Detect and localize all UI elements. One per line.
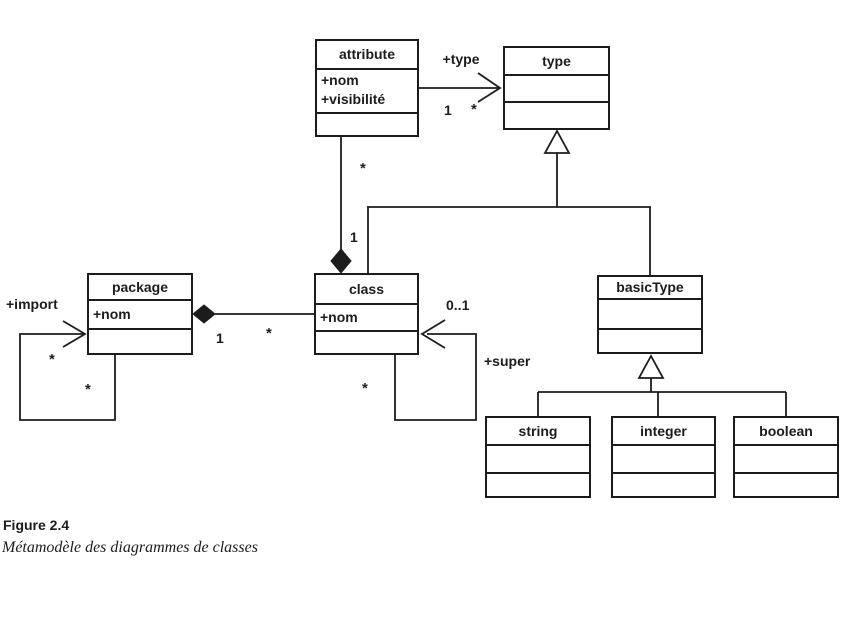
attributes-compartment: +nom +visibilité xyxy=(317,68,417,112)
package-import-self-loop-line xyxy=(19,333,116,421)
composition-diamond-package-class-icon xyxy=(192,304,216,324)
class-title: package xyxy=(111,279,169,295)
operations-compartment xyxy=(613,472,714,496)
class-title: boolean xyxy=(759,423,813,439)
uml-class-string: string xyxy=(485,416,591,498)
operations-compartment xyxy=(599,328,701,352)
class-super-self-loop-line xyxy=(394,333,477,421)
class-title: class xyxy=(348,281,385,297)
operations-compartment xyxy=(505,101,608,128)
composition-diamond-class-attribute-icon xyxy=(330,248,352,274)
operations-compartment xyxy=(317,112,417,135)
role-label-import: +import xyxy=(6,296,58,312)
operations-compartment xyxy=(316,330,417,353)
operations-compartment xyxy=(735,472,837,496)
operations-compartment xyxy=(89,328,191,353)
attributes-compartment xyxy=(613,444,714,472)
multiplicity-label: 0..1 xyxy=(446,297,470,313)
generalization-triangle-basictype-icon xyxy=(637,354,665,379)
operations-compartment xyxy=(487,472,589,496)
multiplicity-label: * xyxy=(362,380,368,397)
uml-class-integer: integer xyxy=(611,416,716,498)
role-label-type: +type xyxy=(442,51,480,67)
attributes-compartment: +nom xyxy=(89,299,191,328)
role-label-super: +super xyxy=(484,353,531,369)
attributes-compartment xyxy=(487,444,589,472)
class-title: basicType xyxy=(616,279,684,295)
open-arrowhead-class-icon xyxy=(420,319,446,349)
class-title: type xyxy=(542,53,571,69)
attributes-compartment xyxy=(599,298,701,328)
attributes-compartment xyxy=(735,444,837,472)
attribute-line: +visibilité xyxy=(321,91,386,107)
uml-class-basictype: basicType xyxy=(597,275,703,354)
uml-class-class: class +nom xyxy=(314,273,419,355)
uml-class-attribute: attribute +nom +visibilité xyxy=(315,39,419,137)
multiplicity-label: 1 xyxy=(216,330,224,346)
class-title: integer xyxy=(640,423,687,439)
multiplicity-label: * xyxy=(49,351,55,368)
uml-class-boolean: boolean xyxy=(733,416,839,498)
uml-class-package: package +nom xyxy=(87,273,193,355)
uml-class-type: type xyxy=(503,46,610,130)
attribute-line: +nom xyxy=(321,72,359,88)
multiplicity-label: 1 xyxy=(444,102,452,118)
class-title: string xyxy=(518,423,558,439)
multiplicity-label: * xyxy=(266,325,272,342)
multiplicity-label: * xyxy=(85,381,91,398)
attributes-compartment xyxy=(505,74,608,101)
open-arrowhead-type-icon xyxy=(477,72,502,103)
attributes-compartment: +nom xyxy=(316,303,417,330)
multiplicity-label: 1 xyxy=(350,229,358,245)
figure-caption: Métamodèle des diagrammes de classes xyxy=(2,539,258,556)
open-arrowhead-package-icon xyxy=(62,320,87,348)
figure-number: Figure 2.4 xyxy=(3,517,70,533)
class-title: attribute xyxy=(339,46,395,62)
multiplicity-label: * xyxy=(471,101,477,118)
generalization-triangle-type-icon xyxy=(543,129,571,154)
multiplicity-label: * xyxy=(360,160,366,177)
